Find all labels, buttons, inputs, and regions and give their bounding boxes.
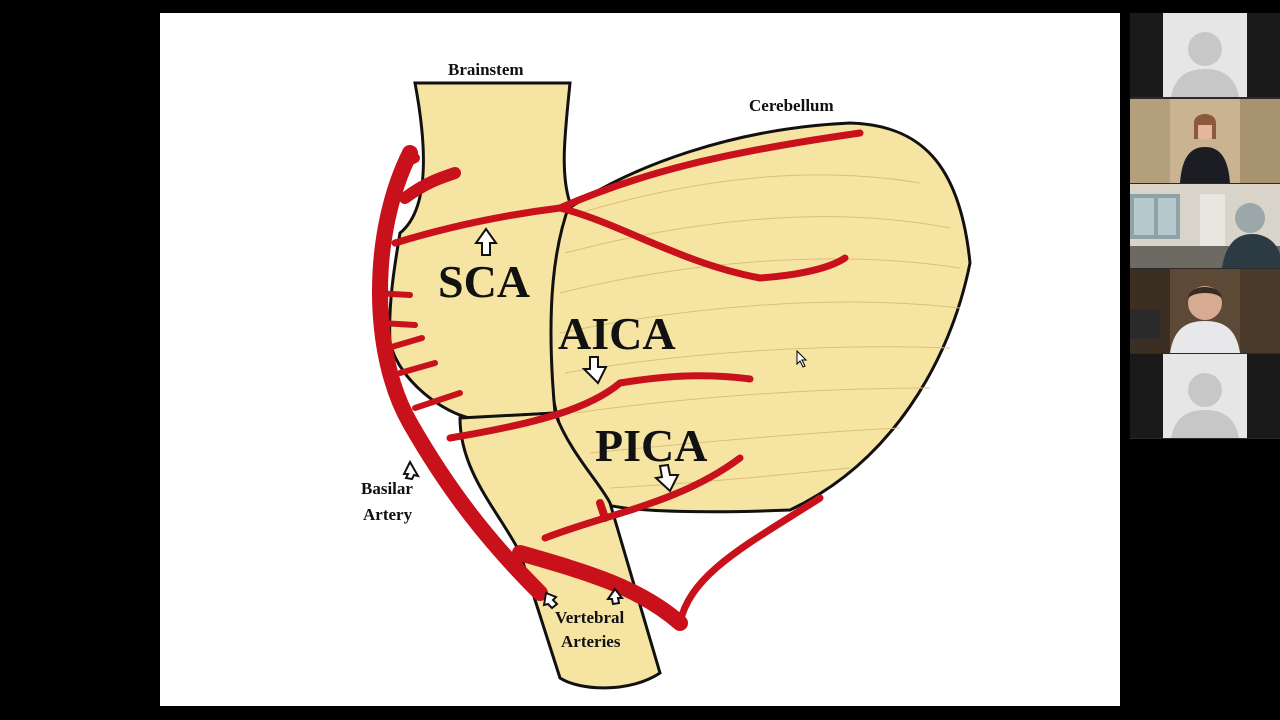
- participant-tile[interactable]: [1130, 184, 1280, 268]
- participant-tile[interactable]: [1130, 13, 1280, 97]
- brainstem-lower: [458, 411, 662, 690]
- basilar-artery: [372, 145, 548, 601]
- vertebral-arrow-right-icon: [606, 587, 625, 606]
- avatar-placeholder-icon: [1163, 13, 1247, 97]
- participant-video: [1130, 99, 1280, 183]
- participant-video: [1130, 184, 1280, 268]
- brainstem-upper: [388, 81, 572, 420]
- arteries: [372, 129, 864, 631]
- pica-arrow-icon: [653, 463, 680, 493]
- participant-tile[interactable]: [1130, 269, 1280, 353]
- cerebellum-folia: [559, 174, 961, 489]
- cerebellum-label: Cerebellum: [749, 96, 834, 115]
- participant-tile[interactable]: [1130, 354, 1280, 438]
- vertebral-label-line2: Arteries: [561, 632, 621, 651]
- aica-artery: [446, 372, 754, 442]
- shared-slide: Brainstem Cerebellum SCA AICA PICA Basil…: [160, 13, 1120, 706]
- avatar-placeholder-icon: [1163, 354, 1247, 438]
- aica-label: AICA: [558, 308, 676, 359]
- pica-label: PICA: [595, 420, 707, 471]
- sca-arrow-icon: [474, 227, 498, 256]
- sca-label: SCA: [438, 256, 530, 307]
- participant-video: [1130, 269, 1280, 353]
- pica-artery: [541, 454, 744, 542]
- brainstem-label: Brainstem: [448, 60, 524, 79]
- vertebral-label-line1: Vertebral: [555, 608, 625, 627]
- participant-tile[interactable]: [1130, 99, 1280, 183]
- mouse-pointer-icon: [796, 350, 808, 368]
- brain-arteries-diagram: Brainstem Cerebellum SCA AICA PICA Basil…: [361, 60, 972, 690]
- vertebral-artery-right: [512, 545, 688, 631]
- label-arrows: [402, 227, 680, 610]
- basilar-arrow-icon: [402, 459, 421, 481]
- basilar-label-line2: Artery: [363, 505, 413, 524]
- vertebral-arrow-left-icon: [542, 591, 559, 610]
- basilar-label-line1: Basilar: [361, 479, 413, 498]
- sca-artery: [391, 204, 849, 282]
- aica-arrow-icon: [581, 356, 608, 385]
- participant-gallery: [1130, 13, 1280, 439]
